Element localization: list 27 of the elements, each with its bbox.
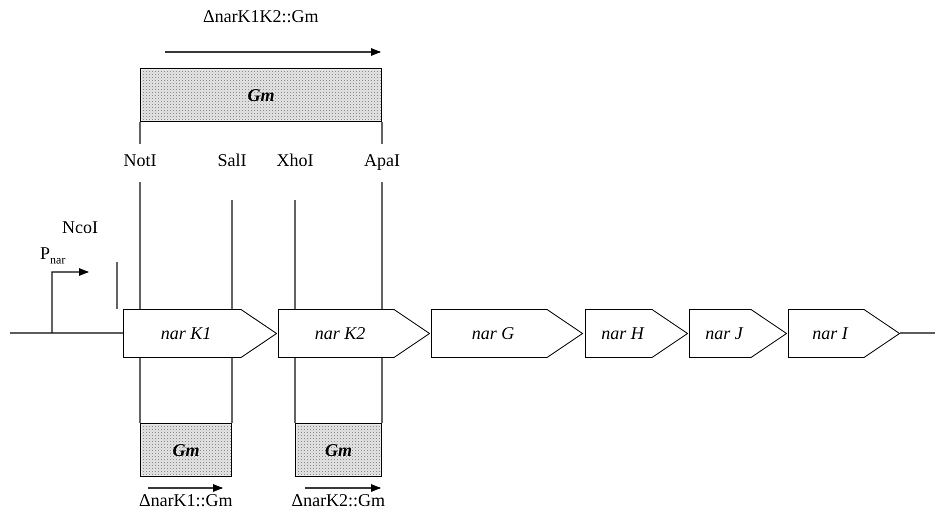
gene-block xyxy=(431,309,583,358)
gene-block xyxy=(278,309,430,358)
mutant-name: ΔnarK1K2::Gm xyxy=(203,6,319,27)
restriction-site-label: NcoI xyxy=(62,217,98,238)
restriction-site-label: NotI xyxy=(124,150,156,171)
gene-name: nar G xyxy=(472,323,514,344)
mutant-name: ΔnarK1::Gm xyxy=(139,490,233,507)
restriction-site-label: SalI xyxy=(218,150,246,171)
restriction-site-label: ApaI xyxy=(364,150,400,171)
gene-name: nar H xyxy=(601,323,644,344)
cassette-label: Gm xyxy=(248,84,274,106)
cassette-label: Gm xyxy=(325,440,352,460)
restriction-site-label: XhoI xyxy=(276,150,314,171)
gene-block xyxy=(585,309,688,358)
gene-block xyxy=(689,309,787,358)
mutant-name: ΔnarK2::Gm xyxy=(292,490,386,507)
gene-name: nar J xyxy=(705,323,743,344)
gene-name: nar K2 xyxy=(314,323,366,344)
gene-block xyxy=(123,309,277,358)
cassette-label: Gm xyxy=(172,440,200,460)
gentamicin-cassette-box xyxy=(140,68,382,122)
gentamicin-cassette-box xyxy=(295,423,382,477)
gentamicin-cassette-box xyxy=(140,423,232,477)
gene-block xyxy=(788,309,900,358)
gene-name: nar I xyxy=(812,323,848,344)
promoter-label: P$_{nar}$ xyxy=(40,243,66,268)
gene-name: nar K1 xyxy=(160,323,212,344)
